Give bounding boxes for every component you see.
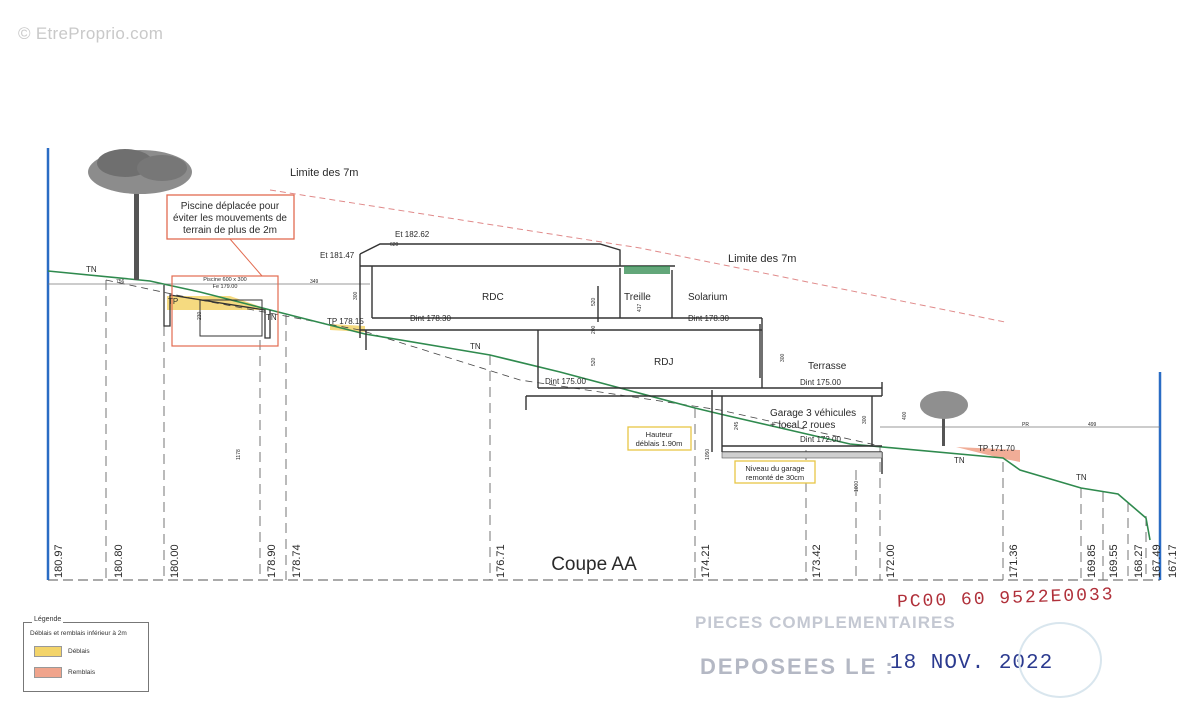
elevation-label: 167.17 [1167, 544, 1179, 578]
natural-ground-line [47, 270, 1151, 541]
dim-label: PR [1022, 422, 1029, 428]
official-seal [1018, 622, 1102, 698]
legend-subtitle: Déblais et remblais inférieur à 2m [30, 630, 127, 637]
elevation-label: 172.00 [885, 544, 897, 578]
elevation-label: 176.71 [495, 544, 507, 578]
elevation-label: 174.21 [700, 544, 712, 578]
legend-label-deblais: Déblais [68, 648, 90, 655]
room-rdc: RDC [482, 292, 504, 303]
dim-label: 300 [862, 415, 868, 424]
elevation-label: 169.85 [1086, 544, 1098, 578]
garage-slab [721, 451, 883, 459]
room-solarium: Solarium [688, 292, 727, 303]
legend-title: Légende [32, 616, 64, 623]
level-tp1: TP 178.15 [327, 317, 364, 326]
level-dint5: Dint 172.00 [800, 435, 841, 444]
level-et1: Et 182.62 [395, 230, 430, 239]
hauteur-note-line2: déblais 1.90m [636, 439, 683, 448]
hauteur-note-box [627, 426, 692, 451]
dim-label: 620 [390, 242, 399, 248]
pine-tree-icon [88, 149, 192, 280]
dim-label: 349 [310, 279, 319, 285]
hauteur-note-line1: Hauteur [646, 430, 673, 439]
stamp-deposees: DEPOSEES LE : [700, 654, 895, 679]
pool-note-leader [229, 238, 263, 277]
elevation-label: 168.27 [1133, 544, 1145, 578]
limit-label-left: Limite des 7m [290, 167, 358, 179]
room-rdj: RDJ [654, 357, 673, 368]
elevation-label: 180.97 [53, 544, 65, 578]
dim-label: 245 [734, 421, 740, 430]
limit-label-right: Limite des 7m [728, 253, 796, 265]
legend: Légende Déblais et remblais inférieur à … [23, 616, 149, 692]
niveau-note-box [734, 460, 816, 484]
dim-label: 417 [637, 303, 643, 312]
dim-label: 499 [1088, 422, 1097, 428]
dim-label: 520 [591, 297, 597, 306]
room-garage-line1: Garage 3 véhicules [770, 408, 856, 419]
pool-shell [163, 285, 271, 339]
dim-label: 1000 [854, 481, 860, 492]
pool-note-box [166, 194, 295, 240]
room-treille: Treille [624, 292, 651, 303]
elevation-label: 171.36 [1008, 544, 1020, 578]
dim-label: 300 [353, 291, 359, 300]
dim-label: 756 [116, 279, 125, 285]
niveau-note-line2: remonté de 30cm [746, 473, 804, 482]
tn-label-3: TN [470, 342, 481, 351]
niveau-note-line1: Niveau du garage [745, 464, 804, 473]
level-dint2: Dint 178.30 [688, 314, 729, 323]
legend-label-remblais: Remblais [68, 669, 96, 676]
elevation-label: 173.42 [811, 544, 823, 578]
level-tp2: TP 171.70 [978, 444, 1015, 453]
stamp-date: 18 NOV. 2022 [890, 652, 1054, 675]
pool-outline [171, 275, 279, 347]
pool-basin [199, 299, 263, 337]
dim-label: 200 [591, 325, 597, 334]
elevation-label: 180.80 [113, 544, 125, 578]
tn-label-1: TN [86, 265, 97, 274]
house-structure [359, 243, 883, 474]
dimension-labels: 756 349 300 520 417 230 520 200 1178 245… [116, 242, 1097, 492]
legend-swatch-deblais [34, 646, 62, 657]
level-dint3: Dint 175.00 [545, 377, 586, 386]
watermark: © EtreProprio.com [18, 24, 164, 43]
dim-label: 1050 [705, 449, 711, 460]
pool-note-line2: éviter les mouvements de [173, 213, 287, 224]
pool-note-line1: Piscine déplacée pour [181, 201, 280, 212]
dim-label: 300 [780, 353, 786, 362]
room-garage-line2: + local 2 roues [770, 420, 835, 431]
tn-label-5: TN [1076, 473, 1087, 482]
tn-label-2: TN [266, 313, 277, 322]
level-tp3: TP [168, 297, 178, 306]
level-et2: Et 181.47 [320, 251, 355, 260]
elevation-labels: 180.97 180.80 180.00 178.90 178.74 176.7… [53, 544, 1179, 578]
dim-label: 520 [591, 357, 597, 366]
tree-icon [920, 391, 968, 446]
tn-label-4: TN [954, 456, 965, 465]
stamp-pieces: PIECES COMPLEMENTAIRES [695, 613, 956, 632]
legend-swatch-remblais [34, 667, 62, 678]
room-terrasse: Terrasse [808, 361, 847, 372]
dim-label: 230 [197, 311, 203, 320]
dim-label: 1178 [236, 449, 242, 460]
elevation-label: 178.90 [266, 544, 278, 578]
elevation-label: 180.00 [169, 544, 181, 578]
pool-level-label: Fe 179.00 [213, 284, 238, 290]
height-limit-line [269, 189, 1006, 323]
dim-label: 400 [902, 411, 908, 420]
level-dint1: Dint 178.30 [410, 314, 451, 323]
title-background [535, 549, 653, 575]
elevation-label: 167.49 [1151, 544, 1163, 578]
elevation-label: 178.74 [291, 544, 303, 578]
pool-note-line3: terrain de plus de 2m [183, 225, 277, 236]
elevation-label: 169.55 [1108, 544, 1120, 578]
level-dint4: Dint 175.00 [800, 378, 841, 387]
pool-dimension-label: Piscine 600 x 300 [203, 277, 246, 283]
projected-terrain [105, 279, 881, 447]
drawing-title: Coupe AA [551, 554, 637, 575]
treille-plants [624, 266, 670, 274]
